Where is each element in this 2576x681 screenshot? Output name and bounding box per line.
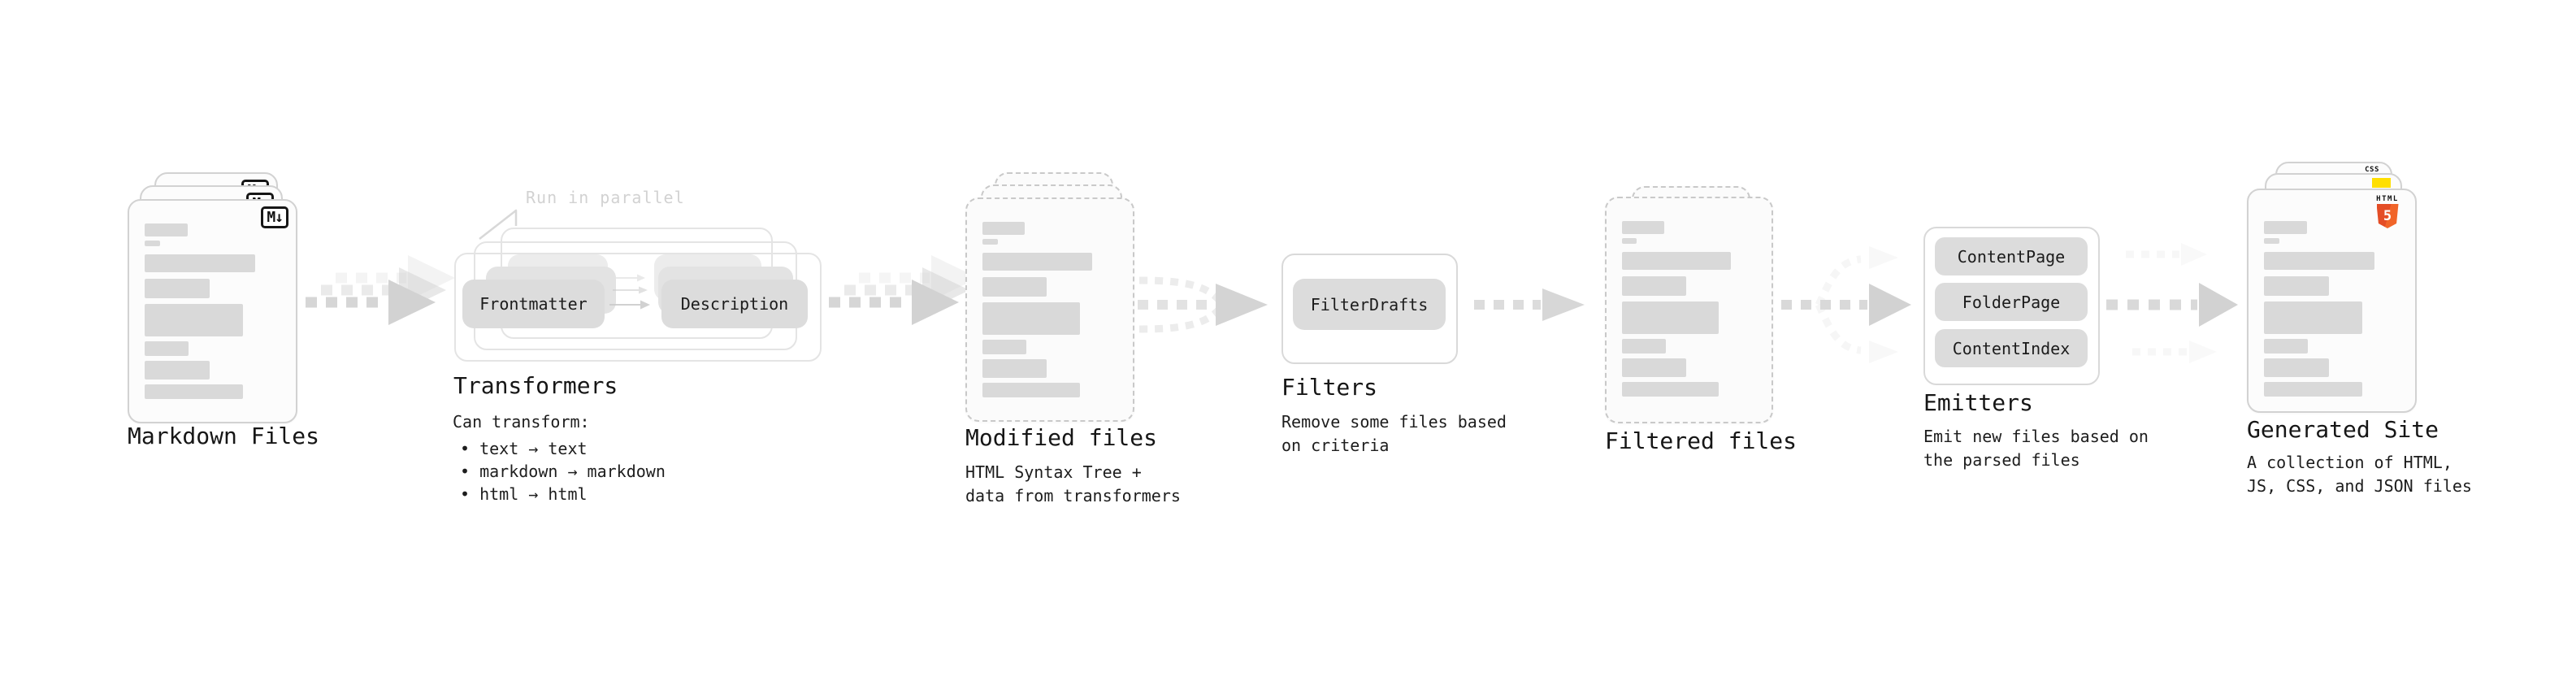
markdown-file-card-front: M↓ bbox=[128, 199, 297, 423]
text-line-placeholder bbox=[1622, 358, 1686, 377]
transformer-node-description: Description bbox=[661, 280, 808, 328]
description-line: on criteria bbox=[1281, 436, 1390, 455]
flow-arrow-stacked bbox=[306, 255, 455, 325]
html5-icon: HTML 5 bbox=[2370, 195, 2405, 228]
text-line-placeholder bbox=[2264, 238, 2279, 244]
html5-icon-label: HTML bbox=[2376, 195, 2399, 203]
text-line-placeholder bbox=[1622, 221, 1665, 234]
annotation-run-in-parallel: Run in parallel bbox=[526, 188, 685, 207]
flow-arrow-single bbox=[1474, 288, 1585, 321]
text-line-placeholder bbox=[982, 239, 998, 245]
transformer-node-frontmatter: Frontmatter bbox=[462, 280, 605, 328]
text-line-placeholder bbox=[145, 254, 255, 272]
stage-title-markdown-files: Markdown Files bbox=[128, 423, 320, 449]
filtered-file-card-front bbox=[1605, 197, 1773, 423]
text-line-placeholder bbox=[1622, 276, 1686, 296]
css-icon-label: CSS bbox=[2365, 166, 2379, 174]
text-line-placeholder bbox=[2264, 276, 2329, 296]
description-line: data from transformers bbox=[965, 486, 1181, 505]
text-line-placeholder bbox=[145, 341, 189, 356]
description-line: Remove some files based bbox=[1281, 412, 1507, 432]
bullet-item: • html → html bbox=[460, 484, 588, 504]
filter-node-filterdrafts: FilterDrafts bbox=[1293, 279, 1446, 330]
text-line-placeholder bbox=[145, 223, 188, 236]
flow-arrows-emitter-outputs bbox=[2106, 243, 2238, 363]
text-line-placeholder bbox=[982, 253, 1093, 271]
text-line-placeholder bbox=[982, 222, 1026, 235]
text-line-placeholder bbox=[2264, 301, 2362, 334]
stage-title-filters: Filters bbox=[1281, 374, 1378, 401]
text-line-placeholder bbox=[1622, 238, 1637, 244]
text-line-placeholder bbox=[982, 302, 1080, 335]
stage-title-transformers: Transformers bbox=[453, 372, 618, 399]
text-line-placeholder bbox=[982, 359, 1047, 378]
text-line-placeholder bbox=[982, 383, 1080, 397]
transformers-bullet-list: • text → text • markdown → markdown • ht… bbox=[460, 437, 666, 505]
text-line-placeholder bbox=[145, 279, 210, 298]
text-line-placeholder bbox=[145, 241, 160, 246]
stage-title-modified-files: Modified files bbox=[965, 424, 1158, 451]
bullet-item: • markdown → markdown bbox=[460, 462, 666, 481]
text-line-placeholder bbox=[1622, 339, 1666, 354]
transformers-description: Can transform: bbox=[453, 412, 590, 432]
description-line: HTML Syntax Tree + bbox=[965, 462, 1142, 482]
text-line-placeholder bbox=[2264, 252, 2374, 270]
text-line-placeholder bbox=[2264, 382, 2362, 397]
document-text-placeholder bbox=[982, 222, 1120, 397]
html5-shield: 5 bbox=[2376, 204, 2399, 228]
transformer-layer-front bbox=[454, 253, 822, 362]
filters-description: Remove some files based on criteria bbox=[1281, 410, 1507, 458]
modified-files-description: HTML Syntax Tree + data from transformer… bbox=[965, 461, 1181, 508]
emitters-description: Emit new files based on the parsed files bbox=[1923, 425, 2149, 472]
emitter-node-contentpage: ContentPage bbox=[1935, 237, 2088, 275]
text-line-placeholder bbox=[2264, 339, 2309, 354]
text-line-placeholder bbox=[2264, 221, 2307, 234]
text-line-placeholder bbox=[982, 340, 1027, 354]
document-text-placeholder bbox=[1622, 221, 1759, 397]
stage-title-filtered-files: Filtered files bbox=[1605, 427, 1798, 454]
emitter-node-folderpage: FolderPage bbox=[1935, 283, 2088, 321]
site-file-card-html: HTML 5 bbox=[2247, 189, 2417, 413]
flow-arrow-fan-in bbox=[1138, 276, 1268, 333]
description-line: A collection of HTML, bbox=[2247, 453, 2452, 472]
text-line-placeholder bbox=[2264, 358, 2329, 377]
description-line: the parsed files bbox=[1923, 450, 2080, 470]
text-line-placeholder bbox=[145, 304, 243, 336]
generated-site-description: A collection of HTML, JS, CSS, and JSON … bbox=[2247, 451, 2472, 498]
annotation-leader-line bbox=[479, 209, 518, 240]
text-line-placeholder bbox=[982, 277, 1047, 297]
text-line-placeholder bbox=[1622, 252, 1732, 270]
flow-arrow-stacked bbox=[829, 255, 978, 325]
document-text-placeholder bbox=[2264, 221, 2402, 397]
flow-arrow-fan-out bbox=[1781, 246, 1911, 363]
text-line-placeholder bbox=[1622, 301, 1720, 334]
stage-title-emitters: Emitters bbox=[1923, 389, 2033, 416]
emitter-node-contentindex: ContentIndex bbox=[1935, 329, 2088, 367]
js-file-icon bbox=[2372, 178, 2391, 188]
text-line-placeholder bbox=[145, 361, 210, 380]
bullet-item: • text → text bbox=[460, 439, 588, 458]
description-line: JS, CSS, and JSON files bbox=[2247, 476, 2472, 496]
text-line-placeholder bbox=[145, 384, 243, 399]
document-text-placeholder bbox=[145, 223, 283, 399]
stage-title-generated-site: Generated Site bbox=[2247, 416, 2439, 443]
modified-file-card-front bbox=[965, 197, 1134, 422]
text-line-placeholder bbox=[1622, 382, 1720, 397]
description-line: Emit new files based on bbox=[1923, 427, 2149, 446]
markdown-icon: M↓ bbox=[261, 206, 288, 228]
parallel-arrows-icon bbox=[609, 274, 650, 310]
